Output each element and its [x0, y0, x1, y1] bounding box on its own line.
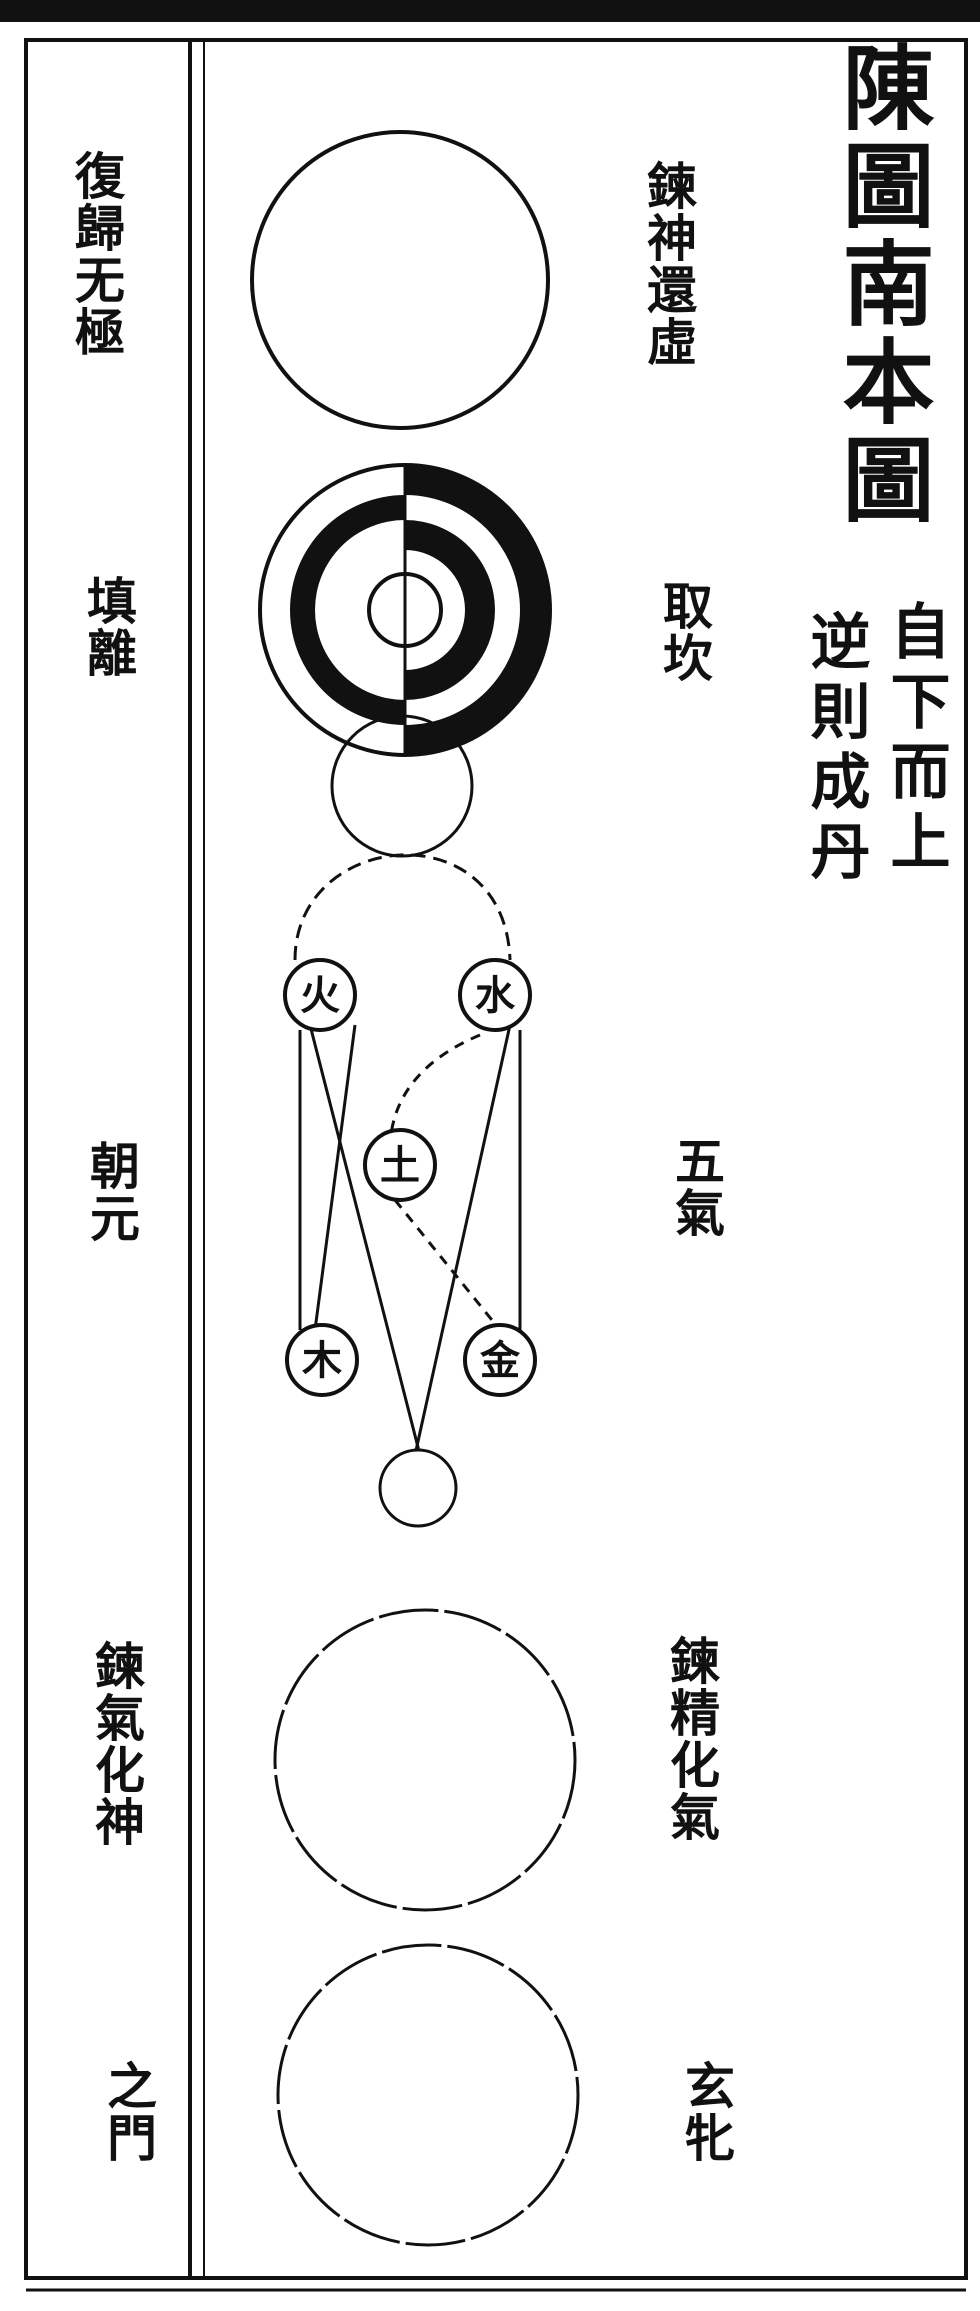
label-fill-li: 填離 [79, 575, 138, 679]
earth-char: 土 [380, 1142, 420, 1189]
label-chaoyuan: 朝元 [82, 1140, 141, 1244]
lower-circle-1 [273, 1608, 577, 1912]
label-refine-essence: 鍊精化氣 [662, 1635, 721, 1843]
earth-node: 土 [363, 1128, 437, 1202]
arch-outline [293, 853, 512, 961]
top-band [0, 0, 980, 22]
five-element-lines [298, 1024, 522, 1456]
subtitle-col-1: 自下而上 [880, 600, 950, 880]
label-five-qi: 五氣 [667, 1135, 726, 1239]
label-mysterious-female: 玄牝 [677, 2060, 736, 2164]
fire-node: 火 [283, 958, 357, 1032]
fire-char: 火 [300, 972, 340, 1019]
wood-char: 木 [302, 1337, 342, 1384]
top-circle [250, 130, 550, 430]
wood-node: 木 [285, 1323, 359, 1397]
apex-circle [378, 1448, 458, 1528]
metal-node: 金 [463, 1323, 537, 1397]
label-refine-qi: 鍊氣化神 [87, 1640, 146, 1848]
label-take-kan: 取坎 [655, 580, 714, 684]
diagram-title: 陳圖南本圖 [827, 40, 935, 530]
metal-char: 金 [479, 1337, 521, 1384]
label-gate: 之門 [99, 2060, 158, 2164]
kan-li-circle [258, 463, 552, 757]
label-refine-spirit: 鍊神還虛 [639, 160, 698, 368]
water-node: 水 [458, 958, 532, 1032]
lower-circle-2 [276, 1943, 580, 2247]
outer-frame [24, 38, 968, 2280]
subtitle-col-2: 逆則成丹 [800, 610, 870, 890]
label-return-wuji: 復歸无極 [67, 150, 126, 358]
water-char: 水 [475, 972, 516, 1019]
